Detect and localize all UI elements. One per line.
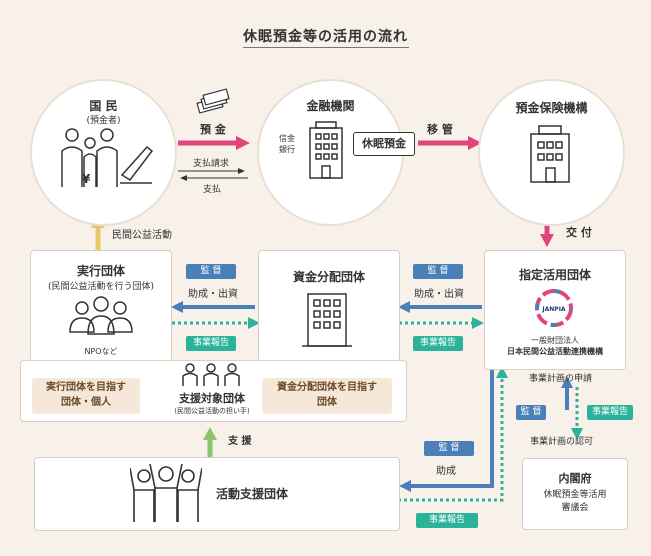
supervise-tag-cabinet: 監 督: [516, 405, 546, 420]
cabinet-title: 内閣府: [558, 472, 592, 485]
subsidy-label-bottom: 助成: [436, 466, 456, 477]
designated-title: 指定活用団体: [518, 268, 591, 282]
plan-application-label: 事業計画の申請: [529, 374, 593, 384]
svg-text:¥: ¥: [82, 172, 91, 186]
support-target-title: 支援対象団体: [179, 392, 245, 405]
subsidy-investment-label-left: 助成・出資: [188, 289, 238, 300]
financial-title: 金融機関: [306, 99, 355, 113]
payout-label: 支払: [203, 185, 222, 195]
citizens-subtitle: (預金者): [86, 116, 121, 126]
report-tag-bottom: 事業報告: [416, 513, 478, 528]
npo-label: NPOなど: [84, 347, 118, 356]
supervise-tag-mid: 監 督: [413, 264, 463, 279]
cheering-people-icon: [130, 463, 202, 522]
executor-subtitle: (民間公益活動を行う団体): [47, 282, 155, 292]
supervise-tag-left: 監 督: [186, 264, 236, 279]
title-underline: [243, 47, 409, 48]
report-tag-cabinet: 事業報告: [587, 405, 633, 420]
distribution-building-icon: [302, 293, 352, 347]
report-arrow-bottom: [398, 375, 504, 502]
cabinet-council: 休眠預金等活用 審議会: [543, 490, 607, 513]
executor-title: 実行団体: [76, 264, 125, 278]
transfer-label: 移 管: [427, 123, 453, 136]
support-target-subtitle: (民間公益活動の担い手): [174, 407, 250, 415]
distribution-goal-box: 資金分配団体を目指す 団体: [262, 378, 392, 414]
activity-support-title: 活動支援団体: [216, 487, 289, 501]
citizens-title: 国 民: [89, 99, 118, 113]
dormant-deposit-badge: 休眠預金: [353, 132, 415, 156]
family-icon: ¥: [61, 128, 154, 187]
citizens-circle: [30, 79, 177, 226]
civic-activity-label: 民間公益活動: [112, 230, 172, 241]
designated-org-type: 一般財団法人: [531, 336, 579, 345]
report-tag-mid: 事業報告: [413, 336, 463, 351]
plan-approval-label: 事業計画の認可: [530, 437, 594, 447]
designated-box: [484, 250, 626, 370]
janpia-logo-text: JANPIA: [541, 306, 566, 313]
dic-title: 預金保険機構: [515, 101, 588, 115]
dic-circle: [478, 79, 625, 226]
activity-support-box: [34, 457, 400, 531]
page-title: 休眠預金等の活用の流れ: [243, 29, 408, 45]
deposit-label: 預 金: [200, 123, 226, 136]
cabinet-box: [522, 458, 628, 530]
support-label: 支 援: [228, 436, 252, 447]
bank-building-icon: [309, 121, 343, 179]
janpia-logo-icon: JANPIA: [535, 289, 573, 327]
money-icon: [196, 88, 230, 114]
supervise-tag-bottom: 監 督: [424, 441, 474, 456]
withdraw-request-label: 支払請求: [193, 159, 230, 169]
report-tag-left: 事業報告: [186, 336, 236, 351]
people-group-icon: [69, 296, 133, 335]
dic-building-icon: [530, 125, 570, 183]
bank-branch-label: 信金 銀行: [279, 134, 295, 154]
subsidy-arrow-bottom: [408, 370, 494, 488]
subsidy-investment-label-mid: 助成・出資: [414, 289, 464, 300]
grant-label: 交 付: [566, 226, 592, 239]
executor-goal-box: 実行団体を目指す 団体・個人: [32, 378, 140, 414]
distribution-title: 資金分配団体: [292, 270, 365, 284]
support-target-people-icon: [182, 363, 240, 386]
designated-org-name: 日本民間公益活動連携機構: [507, 347, 603, 356]
